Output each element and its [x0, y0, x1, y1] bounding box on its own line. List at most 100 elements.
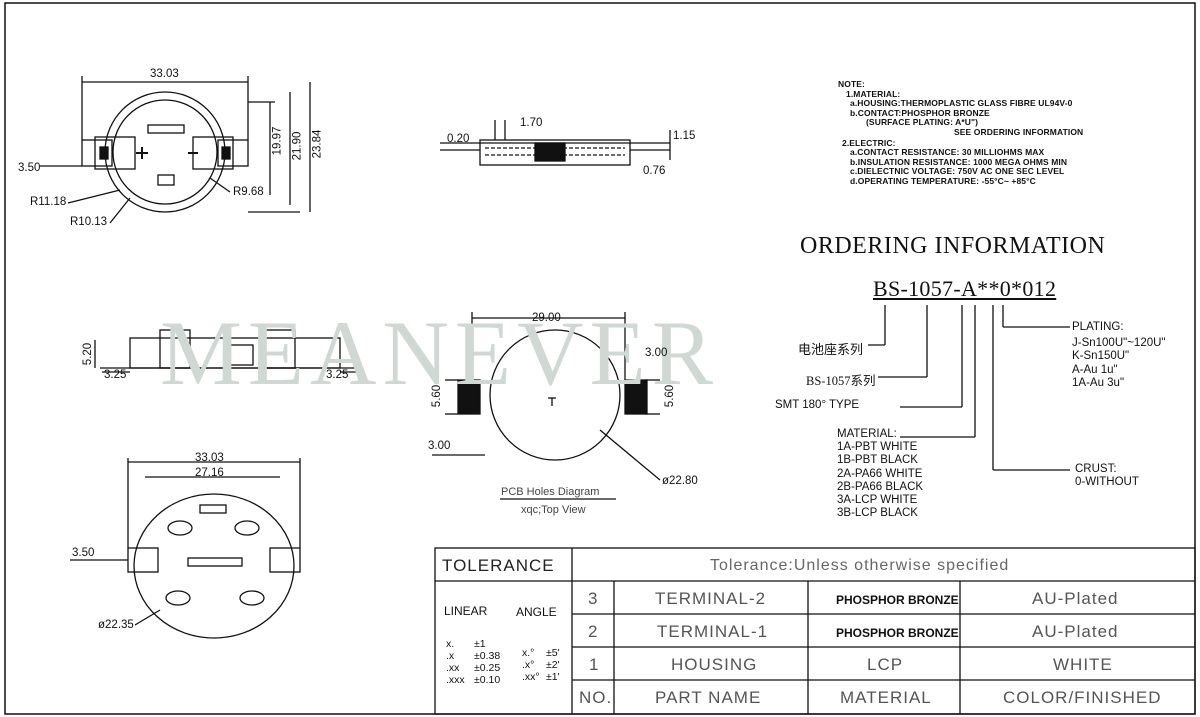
dimension-label: 3.00: [428, 440, 451, 452]
material-option: 2A-PA66 WHITE: [837, 467, 923, 480]
side-view: [440, 120, 671, 166]
dimension-label: R9.68: [233, 186, 264, 198]
dimension-label: 21.90: [291, 131, 304, 161]
table-cell-no: 1: [589, 655, 600, 674]
top-view: [40, 76, 311, 224]
dimension-label: 33.03: [150, 68, 179, 80]
series-cn: 电池座系列: [798, 342, 864, 357]
linear-values: ±1 ±0.38 ±0.25 ±0.10: [474, 638, 500, 686]
dimension-label: 1.70: [520, 117, 543, 129]
plating-option: J-Sn100U"~120U": [1072, 337, 1166, 350]
plating-option: K-Sn150U": [1072, 350, 1130, 363]
note-line: SEE ORDERING INFORMATION: [954, 126, 1084, 137]
pcb-caption: PCB Holes Diagram: [501, 486, 600, 498]
dimension-label: 3.25: [104, 369, 127, 381]
dimension-label: 5.60: [664, 384, 677, 408]
linear-value: ±1: [474, 638, 486, 650]
note-line: b.CONTACT:PHOSPHOR BRONZE: [850, 107, 990, 118]
note-line: (SURFACE PLATING: A*U"): [866, 117, 979, 128]
material-options: MATERIAL: 1A-PBT WHITE 1B-PBT BLACK 2A-P…: [837, 428, 923, 520]
plating-heading: PLATING:: [1072, 321, 1124, 333]
smt-type: SMT 180° TYPE: [775, 399, 860, 411]
linear-label: LINEAR: [444, 604, 488, 618]
plating-option: A-Au 1u": [1072, 363, 1118, 376]
linear-key: .x: [446, 650, 455, 662]
linear-key: .xx: [446, 662, 460, 674]
note-line: a.HOUSING:THERMOPLASTIC GLASS FIBRE UL94…: [850, 98, 1073, 109]
dimension-label: ø22.80: [662, 475, 698, 487]
dimension-label: R10.13: [70, 216, 108, 228]
dimension-label: 5.20: [82, 342, 95, 366]
note-line: 2.ELECTRIC:: [842, 137, 896, 148]
tolerance-spec: Tolerance:Unless otherwise specified: [710, 557, 1010, 574]
table-header-no: NO.: [579, 688, 613, 707]
angle-key: x.°: [522, 647, 535, 659]
table-cell-material: LCP: [867, 655, 904, 674]
note-line: c.DIELECTNIC VOLTAGE: 750V AC ONE SEC LE…: [850, 166, 1065, 177]
series-code: BS-1057系列: [806, 374, 876, 388]
linear-value: ±0.25: [474, 662, 501, 674]
dimension-label: 3.25: [326, 369, 349, 381]
dimension-label: R11.18: [30, 196, 67, 208]
table-cell-material: PHOSPHOR BRONZE: [836, 593, 959, 607]
linear-value: ±0.38: [474, 650, 501, 662]
note-line: b.INSULATION RESISTANCE: 1000 MEGA OHMS …: [850, 156, 1068, 167]
table-header-finish: COLOR/FINISHED: [1003, 688, 1162, 707]
table-cell-part: HOUSING: [671, 655, 758, 674]
plating-options: PLATING: J-Sn100U"~120U" K-Sn150U" A-Au …: [1072, 321, 1166, 390]
notes-block: NOTE: 1.MATERIAL: a.HOUSING:THERMOPLASTI…: [838, 79, 1084, 187]
bottom-view: [70, 458, 301, 639]
pcb-holes-view: [432, 312, 661, 500]
tolerance-label: TOLERANCE: [442, 556, 555, 575]
front-view: [94, 329, 360, 373]
material-option: 1B-PBT BLACK: [837, 454, 918, 467]
ordering-title: ORDERING INFORMATION: [800, 233, 1106, 259]
material-option: 2B-PA66 BLACK: [837, 480, 924, 493]
dimension-label: 5.60: [431, 384, 444, 408]
watermark: MEANEVER: [160, 302, 720, 404]
table-cell-finish: AU-Plated: [1032, 589, 1119, 608]
table-cell-finish: AU-Plated: [1032, 622, 1119, 641]
title-block-grid: [434, 547, 1196, 715]
crust-option: 0-WITHOUT: [1075, 476, 1139, 489]
table-cell-no: 2: [588, 622, 599, 641]
crust-options: CRUST: 0-WITHOUT: [1075, 463, 1139, 489]
material-option: 1A-PBT WHITE: [837, 441, 918, 454]
table-header-material: MATERIAL: [840, 688, 932, 707]
dimension-label: 29.00: [532, 312, 561, 324]
material-heading: MATERIAL:: [837, 428, 897, 440]
angle-value: ±1': [546, 671, 560, 683]
angle-values: ±5' ±2' ±1': [546, 647, 560, 683]
dimension-label: 3.00: [645, 347, 668, 359]
part-code: BS-1057-A**0*012: [873, 276, 1057, 301]
table-cell-no: 3: [588, 589, 599, 608]
dimension-label: 33.03: [195, 452, 224, 464]
notes-heading: NOTE:: [838, 79, 865, 89]
plating-option: 1A-Au 3u": [1072, 376, 1125, 389]
dimension-label: 3.50: [72, 547, 95, 559]
dimension-label: 27.16: [195, 467, 224, 479]
angle-value: ±2': [546, 659, 560, 671]
dimension-label: 0.76: [643, 165, 666, 177]
linear-value: ±0.10: [474, 674, 501, 686]
dimension-label: 23.84: [311, 129, 324, 159]
table-cell-finish: WHITE: [1053, 655, 1113, 674]
dimension-label: 1.15: [673, 130, 696, 142]
material-option: 3B-LCP BLACK: [837, 507, 918, 520]
crust-heading: CRUST:: [1075, 463, 1117, 475]
linear-key: .xxx: [446, 674, 465, 686]
pcb-subcaption: xqc;Top View: [521, 504, 586, 516]
angle-value: ±5': [546, 647, 560, 659]
angle-keys: x.° .x° .xx°: [522, 647, 540, 683]
dimension-label: 0.20: [447, 133, 470, 145]
angle-key: .xx°: [522, 671, 540, 683]
material-option: 3A-LCP WHITE: [837, 494, 918, 507]
dimension-label: 19.97: [271, 126, 284, 156]
table-cell-material: PHOSPHOR BRONZE: [836, 626, 959, 640]
dimension-label: 3.50: [18, 162, 41, 174]
linear-key: x.: [446, 638, 455, 650]
dimension-label: ø22.35: [98, 619, 134, 631]
linear-keys: x. .x .xx .xxx: [446, 638, 465, 686]
